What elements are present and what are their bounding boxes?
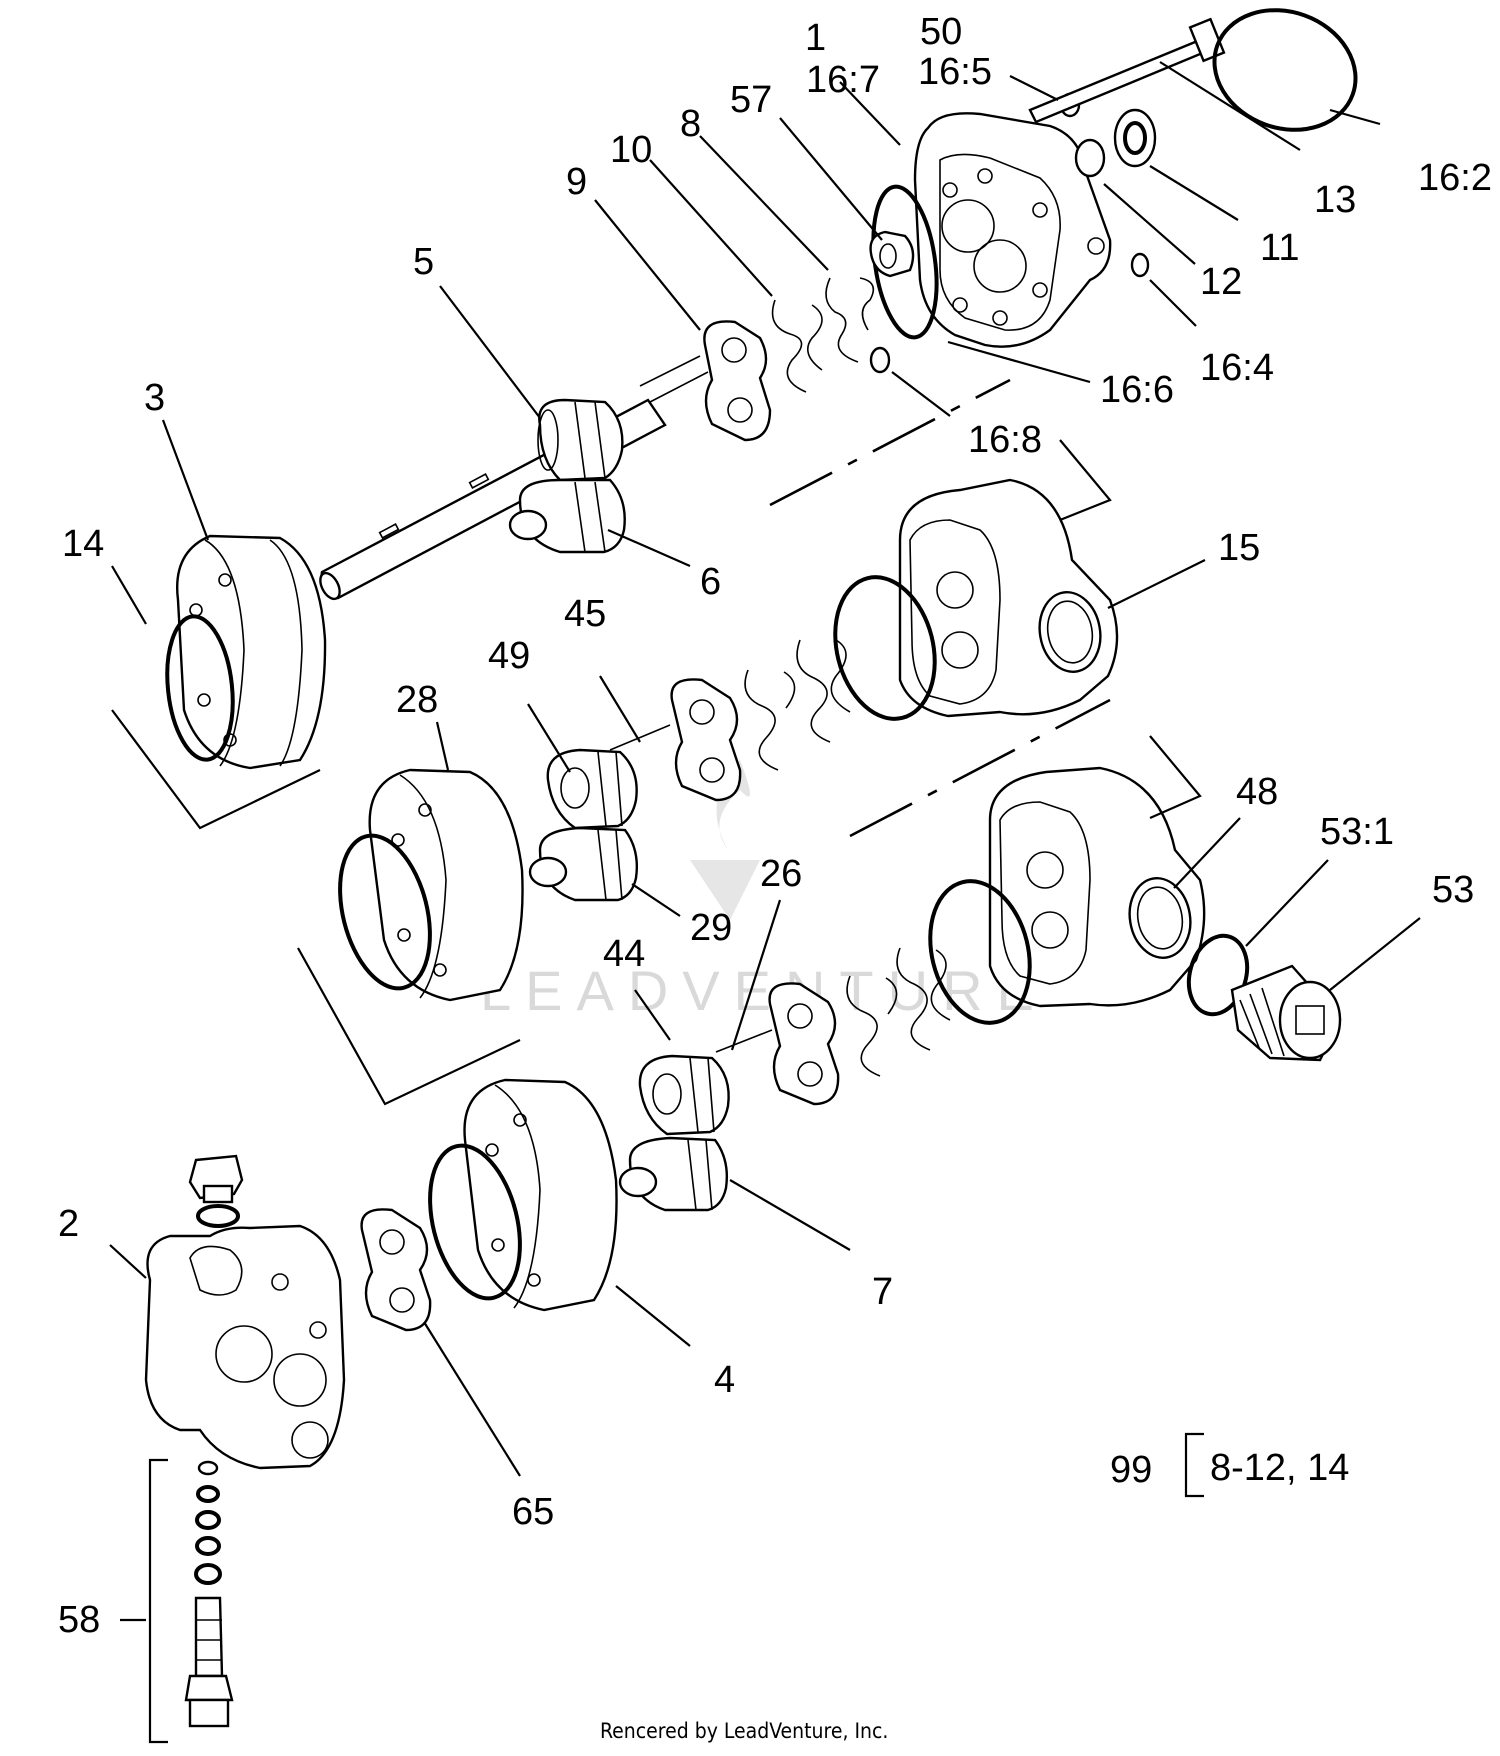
label-16-2: 16:2 <box>1418 157 1492 199</box>
gear-5 <box>537 398 624 482</box>
gear-7 <box>618 1136 729 1212</box>
label-14: 14 <box>62 523 104 565</box>
axis-top <box>769 378 1011 507</box>
washer-16-4 <box>1130 252 1150 278</box>
label-1: 1 <box>805 17 826 59</box>
front-cover <box>913 112 1112 348</box>
pump-body-28 <box>368 768 524 1002</box>
pump-body-3 <box>176 534 327 770</box>
o-ring-53-1 <box>1186 933 1250 1017</box>
label-44: 44 <box>603 933 645 975</box>
label-29: 29 <box>690 907 732 949</box>
gear-6 <box>508 478 626 554</box>
label-16-6: 16:6 <box>1100 369 1174 411</box>
label-13: 13 <box>1314 179 1356 221</box>
seal-middle-b <box>744 669 796 771</box>
footer-credit: Rencered by LeadVenture, Inc. <box>600 1719 888 1743</box>
bracket-58 <box>148 1458 168 1744</box>
label-26: 26 <box>760 853 802 895</box>
label-6: 6 <box>700 561 721 603</box>
wear-plate-lower <box>768 982 840 1106</box>
relief-valve-58 <box>184 1460 234 1728</box>
callout-labels: 1 50 16:7 16:5 57 8 10 9 5 13 16:2 11 12… <box>58 11 1492 1641</box>
label-12: 12 <box>1200 261 1242 303</box>
bushing-57 <box>869 230 915 278</box>
seal-lower-a <box>896 947 951 1051</box>
label-16-5: 16:5 <box>918 51 992 93</box>
ring-12 <box>1074 138 1106 178</box>
seal-10 <box>771 299 823 393</box>
label-50: 50 <box>920 11 962 53</box>
o-ring-fill-plug <box>196 1204 240 1228</box>
pin-45 <box>609 724 671 751</box>
o-ring-14 <box>165 614 235 762</box>
wear-plate-9 <box>703 320 772 442</box>
label-10: 10 <box>610 129 652 171</box>
seal-8 <box>825 277 875 363</box>
washer-16-8 <box>869 346 891 374</box>
label-53-1: 53:1 <box>1320 811 1394 853</box>
o-ring-4 <box>428 1143 522 1301</box>
o-ring-15 <box>833 575 937 721</box>
rear-cover-2 <box>144 1224 346 1470</box>
wear-plate-65 <box>360 1208 432 1332</box>
label-11: 11 <box>1260 227 1299 269</box>
kit-contents: 8-12, 14 <box>1210 1447 1349 1489</box>
o-ring-16-2 <box>1212 8 1358 132</box>
shaft-seal-11 <box>1113 108 1157 168</box>
label-3: 3 <box>144 377 165 419</box>
pump-body-4 <box>463 1078 618 1312</box>
label-2: 2 <box>58 1203 79 1245</box>
label-4: 4 <box>714 1359 735 1401</box>
fill-plug <box>188 1154 244 1204</box>
o-ring-28 <box>338 833 432 991</box>
label-28: 28 <box>396 679 438 721</box>
wear-plate-middle <box>670 678 742 802</box>
watermark: LEADVENTURE <box>480 760 1034 1022</box>
label-99: 99 <box>1110 1449 1152 1491</box>
label-16-7: 16:7 <box>806 59 880 101</box>
label-45: 45 <box>564 593 606 635</box>
label-53: 53 <box>1432 869 1474 911</box>
label-48: 48 <box>1236 771 1278 813</box>
housing-48 <box>988 766 1206 1008</box>
bolt-13 <box>1028 17 1226 124</box>
seal-middle-a <box>796 639 851 743</box>
gear-29 <box>528 826 639 902</box>
label-65: 65 <box>512 1491 554 1533</box>
drive-shaft-5 <box>319 355 709 601</box>
plug-53 <box>1230 964 1342 1062</box>
label-49: 49 <box>488 635 530 677</box>
bracket-48 <box>1149 735 1202 820</box>
gear-49 <box>546 748 638 830</box>
label-58: 58 <box>58 1599 100 1641</box>
housing-15 <box>898 478 1119 718</box>
label-5: 5 <box>413 241 434 283</box>
o-ring-48 <box>928 879 1032 1025</box>
bracket-3 <box>111 709 321 830</box>
label-16-8: 16:8 <box>968 419 1042 461</box>
label-9: 9 <box>566 161 587 203</box>
bracket-28 <box>297 947 521 1106</box>
label-15: 15 <box>1218 527 1260 569</box>
pin-26 <box>715 1029 773 1053</box>
label-7: 7 <box>872 1271 893 1313</box>
label-8: 8 <box>680 103 701 145</box>
axis-middle <box>849 698 1111 838</box>
leader-lines <box>109 61 1421 1477</box>
kit-bracket-99 <box>1184 1432 1204 1498</box>
label-16-4: 16:4 <box>1200 347 1274 389</box>
seal-lower-b <box>846 975 898 1077</box>
gear-44 <box>638 1054 730 1136</box>
bracket-15 <box>1059 439 1112 522</box>
label-57: 57 <box>730 79 772 121</box>
